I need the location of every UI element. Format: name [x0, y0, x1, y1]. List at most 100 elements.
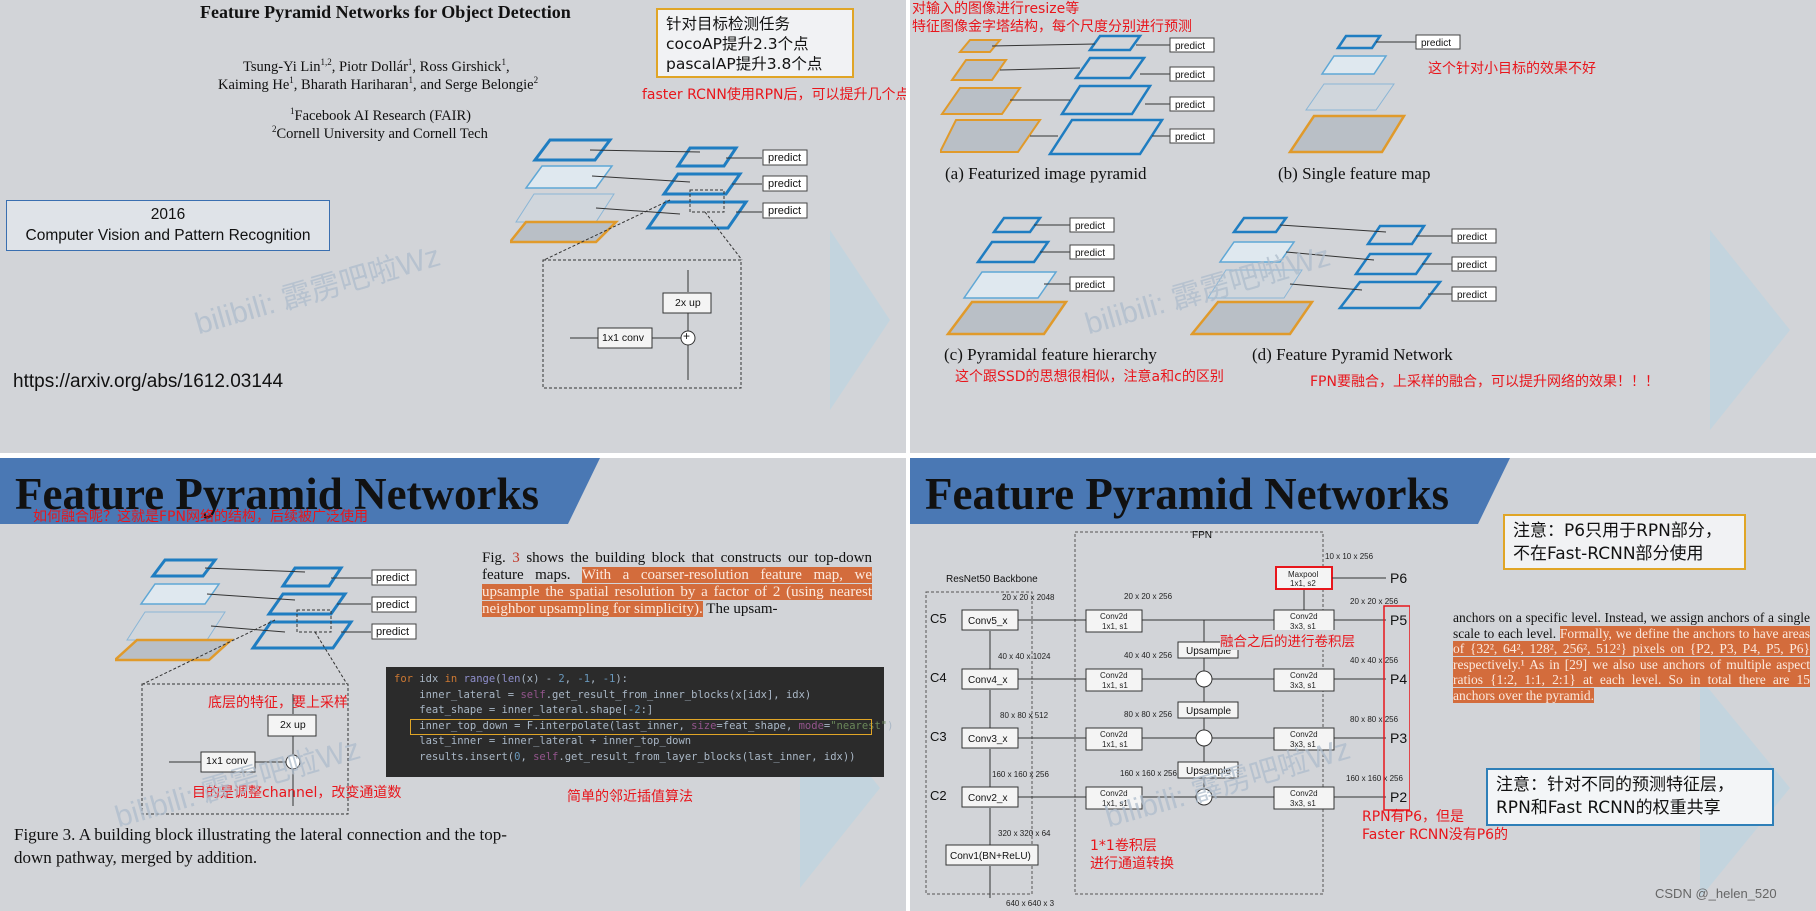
lateral-label: Conv2d: [1100, 789, 1128, 798]
code-token: results.insert(: [394, 750, 515, 763]
predict-box: [1069, 217, 1115, 233]
output-p5: P5: [1390, 612, 1407, 628]
input-dim: 640 x 640 x 3: [1006, 899, 1055, 908]
code-line: for idx in range(len(x) - 2, -1, -1):: [394, 673, 876, 689]
code-snippet: for idx in range(len(x) - 2, -1, -1): in…: [386, 667, 893, 777]
predict-label: predict: [1175, 70, 1205, 81]
fig-description: Fig. 3 shows the building block that con…: [482, 550, 873, 617]
out-label: 3x3, s1: [1290, 622, 1316, 631]
conv5-label: Conv5_x: [968, 616, 1007, 627]
predict-box: [1169, 37, 1215, 53]
predict-box: [371, 623, 417, 640]
conv3-label: Conv3_x: [968, 734, 1007, 745]
diagram-c: predict predict predict: [945, 216, 1115, 336]
fpn-block-diagram: [115, 558, 417, 815]
anchor-text: anchors on a specific level. Instead, we…: [1453, 610, 1810, 703]
maxpool-label: Maxpool: [1288, 570, 1318, 579]
code-token: -2: [627, 704, 641, 716]
arxiv-link[interactable]: https://arxiv.org/abs/1612.03144: [13, 371, 284, 392]
out-label: 3x3, s1: [1290, 799, 1316, 808]
predict-label-1: predict: [768, 152, 802, 164]
diagram-a: predict predict predict predict: [940, 34, 1215, 156]
code-token: ,: [590, 673, 603, 685]
out-label: Conv2d: [1290, 612, 1318, 621]
code-line: inner_lateral = self.get_result_from_inn…: [394, 689, 876, 705]
note-image-pyramid: 对输入的图像进行resize等 特征图像金字塔结构，每个尺度分别进行预测: [912, 1, 1192, 35]
lateral-conv-5: [1085, 609, 1143, 633]
conv2-label: Conv2_x: [968, 793, 1007, 804]
lateral-dim: 40 x 40 x 256: [1124, 651, 1173, 660]
lateral-label: 1x1, s1: [1102, 799, 1128, 808]
add-node-3: [1195, 729, 1213, 747]
note-box-weight-share: 注意：针对不同的预测特征层， RPN和Fast RCNN的权重共享: [1486, 768, 1774, 826]
note-upsample: 底层的特征，要上采样: [208, 695, 348, 711]
figure-caption: Figure 3. A building block illustrating …: [14, 825, 507, 867]
predict-label: predict: [1175, 100, 1205, 111]
output-p6: P6: [1390, 570, 1407, 586]
lateral-label: Conv2d: [1100, 671, 1128, 680]
code-body: for idx in range(len(x) - 2, -1, -1): in…: [394, 673, 893, 767]
note-rpn: faster RCNN使用RPN后，可以提升几个点: [642, 87, 906, 103]
out-label: Conv2d: [1290, 730, 1318, 739]
predict-box: [1451, 256, 1497, 272]
code-line: inner_top_down = F.interpolate(last_inne…: [394, 719, 893, 736]
fpn-label: FPN: [1192, 530, 1212, 541]
note-1x1-conv: 1*1卷积层 进行通道转换: [1090, 838, 1174, 872]
predict-label: predict: [1075, 248, 1105, 259]
conv-label: 1x1 conv: [206, 755, 249, 767]
paper-title: Feature Pyramid Networks for Object Dete…: [200, 2, 571, 22]
predict-label: predict: [1457, 232, 1487, 243]
top-down-pyramid: [645, 146, 749, 230]
code-token: -1: [577, 673, 591, 685]
code-token: .get_result_from_layer_blocks(last_inner…: [558, 750, 856, 763]
affiliation-1: 1Facebook AI Research (FAIR): [290, 106, 471, 124]
output-p2: P2: [1390, 789, 1407, 805]
csdn-watermark: CSDN @_helen_520: [1655, 886, 1777, 901]
predict-box: [1169, 128, 1215, 144]
backbone-label: ResNet50 Backbone: [946, 574, 1038, 585]
slide-title: Feature Pyramid Networks: [15, 469, 540, 519]
out-conv-3: [1273, 727, 1335, 751]
predict-label-3: predict: [376, 626, 410, 638]
out-label: Conv2d: [1290, 671, 1318, 680]
code-token: ): [887, 719, 894, 732]
venue-year: 2016: [150, 206, 186, 223]
code-token: feat_shape = inner_lateral.shape[: [394, 704, 628, 716]
venue-name: Computer Vision and Pattern Recognition: [25, 227, 311, 244]
stem-dim: 320 x 320 x 64: [998, 829, 1051, 838]
plus-label: +: [683, 329, 691, 343]
code-token: ,: [520, 750, 534, 763]
out-label: 3x3, s1: [1290, 681, 1316, 690]
code-token: self: [520, 688, 546, 701]
note-fuse-conv: 融合之后的进行卷积层: [1220, 630, 1355, 650]
code-token: .get_result_from_inner_blocks(x[idx], id…: [545, 688, 812, 701]
image-stack: [940, 39, 1042, 153]
stage-c2: C2: [930, 788, 947, 803]
predict-label: predict: [1457, 290, 1487, 301]
title-banner: [0, 458, 600, 524]
code-token: =: [823, 719, 831, 732]
authors-line-1: Tsung-Yi Lin1,2, Piotr Dollár1, Ross Gir…: [243, 57, 510, 75]
note-ssd: 这个跟SSD的思想很相似，注意a和c的区别: [955, 369, 1224, 385]
upsample-label: Upsample: [1186, 646, 1231, 657]
predict-box: [1451, 286, 1497, 302]
diagram-b: predict: [1287, 34, 1461, 154]
code-line: results.insert(0, self.get_result_from_l…: [394, 751, 876, 767]
feature-stack: [1047, 34, 1165, 156]
authors-line-2: Kaiming He1, Bharath Hariharan1, and Ser…: [218, 75, 539, 93]
upsample-label: Upsample: [1186, 766, 1231, 777]
maxpool-label: 1x1, s2: [1290, 579, 1316, 588]
up-box: [662, 292, 712, 314]
note-fpn-fusion: FPN要融合，上采样的融合，可以提升网络的效果！！！: [1310, 374, 1659, 390]
predict-label: predict: [1075, 221, 1105, 232]
outputs-red-box: [1383, 605, 1410, 811]
up-box: [267, 714, 317, 737]
output-p4: P4: [1390, 671, 1407, 687]
lateral-conv-2: [1085, 786, 1143, 810]
lateral-label: Conv2d: [1100, 612, 1128, 621]
out-dim: 80 x 80 x 256: [1350, 715, 1399, 724]
output-p3: P3: [1390, 730, 1407, 746]
code-token: in: [444, 673, 464, 685]
add-node-4: [1195, 670, 1213, 688]
